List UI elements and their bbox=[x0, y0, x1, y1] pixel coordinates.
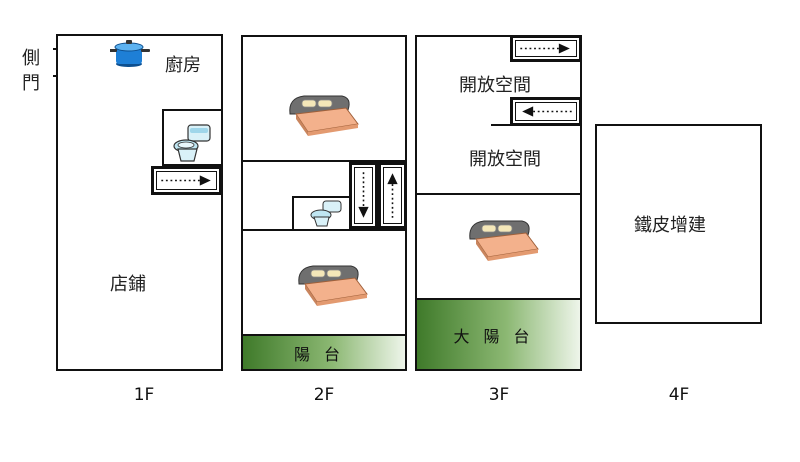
kitchen-label: 廚房 bbox=[165, 55, 201, 76]
side-door-label-bottom: 門 bbox=[22, 73, 40, 94]
floor-2f-wall-1 bbox=[241, 160, 407, 162]
open-space-top-label: 開放空間 bbox=[459, 75, 531, 96]
floor-1f-label: 1F bbox=[133, 385, 155, 405]
stair-1f-right bbox=[151, 166, 222, 195]
bed-icon bbox=[289, 95, 359, 136]
floor-2f-label: 2F bbox=[313, 385, 335, 405]
open-space-mid-label: 開放空間 bbox=[469, 149, 541, 170]
side-door-label-top: 側 bbox=[22, 48, 40, 69]
tin-addition-label: 鐵皮增建 bbox=[634, 215, 706, 236]
toilet-icon bbox=[173, 124, 211, 162]
stair-2f-down bbox=[349, 162, 378, 229]
floor-3f-balcony: 大陽台 bbox=[415, 298, 582, 371]
stair-2f-up bbox=[378, 162, 407, 229]
toilet-icon bbox=[310, 200, 342, 227]
floor-4f-outline bbox=[595, 124, 762, 324]
bed-icon bbox=[298, 265, 368, 306]
floor-4f-label: 4F bbox=[668, 385, 690, 405]
shop-label: 店鋪 bbox=[110, 274, 146, 295]
cooking-pot-icon bbox=[110, 40, 150, 67]
floor-3f-label: 3F bbox=[488, 385, 510, 405]
bed-icon bbox=[469, 220, 539, 261]
stair-3f-right bbox=[510, 35, 582, 62]
floor-2f-balcony: 陽台 bbox=[241, 334, 407, 371]
stair-3f-left bbox=[510, 97, 582, 126]
floor-1f-outline bbox=[56, 34, 223, 371]
floor-3f-wall-1 bbox=[415, 193, 582, 195]
